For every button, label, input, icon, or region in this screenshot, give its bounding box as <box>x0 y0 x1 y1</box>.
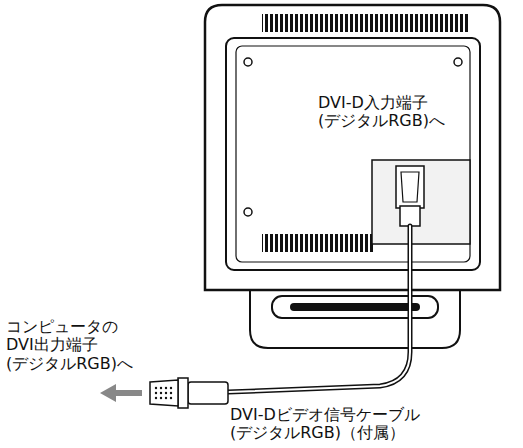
callout-label: DVI-D入力端子 (デジタルRGB)へ <box>318 94 470 131</box>
screw-hole <box>244 58 252 66</box>
plug-pins <box>155 387 172 399</box>
plug-shell <box>178 378 188 408</box>
vent <box>262 234 374 252</box>
cable-plug <box>400 206 420 226</box>
screw-hole <box>454 58 462 66</box>
plug-face <box>150 380 178 406</box>
cable-core <box>228 226 410 392</box>
rear-panel-inner <box>236 46 470 262</box>
stand-handle <box>272 296 438 318</box>
cable <box>228 226 410 392</box>
rear-panel <box>226 38 480 270</box>
handle-slot <box>290 303 420 311</box>
dvi-input-port <box>396 166 424 208</box>
callout-label: DVI-Dビデオ信号ケーブル (デジタルRGB)（付属） <box>230 406 480 443</box>
port-socket <box>401 172 419 202</box>
vent <box>262 14 470 32</box>
screw-hole <box>244 208 252 216</box>
direction-arrow <box>100 384 142 402</box>
connector-panel <box>372 160 470 244</box>
plug-body <box>188 382 228 404</box>
callout-label: コンピュータの DVI出力端子 (デジタルRGB)へ <box>6 318 156 373</box>
monitor-housing <box>205 5 500 290</box>
